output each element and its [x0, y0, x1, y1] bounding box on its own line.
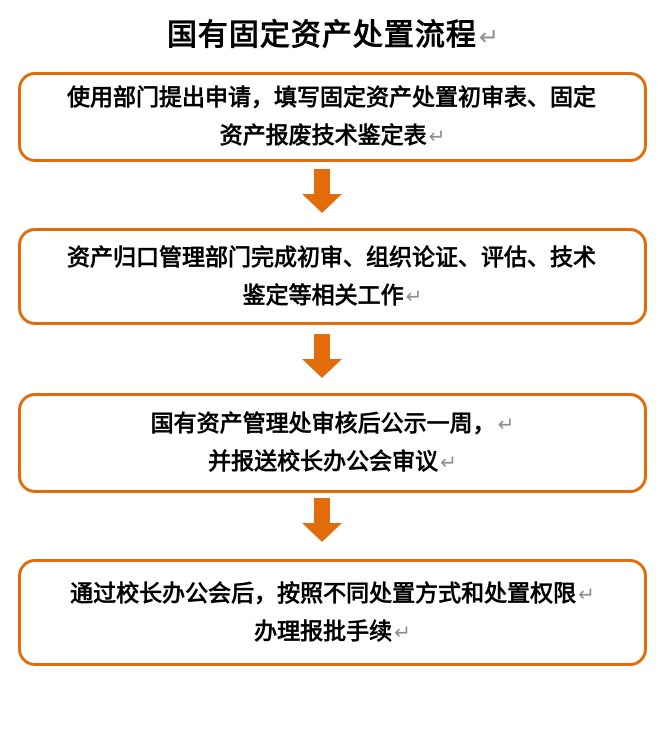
paragraph-return-icon: ↵	[428, 124, 446, 148]
flow-step-3-box: 国有资产管理处审核后公示一周，↵ 并报送校长办公会审议↵	[18, 393, 647, 493]
flow-step-2-line-1-text: 资产归口管理部门完成初审、组织论证、评估、技术	[67, 243, 596, 271]
down-arrow-icon	[302, 498, 342, 542]
paragraph-return-icon: ↵	[394, 619, 411, 644]
page-title-text: 国有固定资产处置流程	[166, 18, 477, 53]
down-arrow-icon	[302, 169, 342, 213]
line-break-return-icon: ↵	[578, 581, 595, 606]
flow-step-2-line-2-text: 鉴定等相关工作	[242, 281, 404, 309]
flow-step-3-line-1-text: 国有资产管理处审核后公示一周，	[150, 410, 496, 437]
paragraph-return-icon: ↵	[405, 283, 423, 308]
flow-step-2-line-2: 鉴定等相关工作↵	[243, 277, 423, 315]
flow-step-1-line-1: 使用部门提出申请，填写固定资产处置初审表、固定	[67, 79, 598, 117]
flow-step-1-line-2: 资产报废技术鉴定表↵	[220, 117, 446, 155]
flow-step-2-box: 资产归口管理部门完成初审、组织论证、评估、技术 鉴定等相关工作↵	[18, 228, 647, 325]
flow-step-2-line-1: 资产归口管理部门完成初审、组织论证、评估、技术	[67, 239, 598, 277]
line-break-return-icon: ↵	[497, 412, 515, 436]
paragraph-return-icon	[596, 246, 598, 270]
flow-step-4-line-2: 办理报批手续↵	[254, 613, 411, 651]
paragraph-return-icon	[596, 86, 598, 110]
down-arrow-icon	[302, 334, 342, 378]
flow-step-3-line-2: 并报送校长办公会审议↵	[208, 443, 457, 481]
flow-step-3-line-1: 国有资产管理处审核后公示一周，↵	[151, 405, 515, 443]
flow-step-4-box: 通过校长办公会后，按照不同处置方式和处置权限↵ 办理报批手续↵	[18, 559, 647, 666]
flow-step-3-line-2-text: 并报送校长办公会审议	[208, 448, 439, 475]
flow-step-1-line-2-text: 资产报废技术鉴定表	[219, 122, 427, 149]
flow-step-4-line-1-text: 通过校长办公会后，按照不同处置方式和处置权限	[70, 579, 577, 607]
flow-step-1-line-1-text: 使用部门提出申请，填写固定资产处置初审表、固定	[67, 84, 596, 111]
paragraph-return-icon: ↵	[478, 23, 501, 51]
flow-step-1-box: 使用部门提出申请，填写固定资产处置初审表、固定 资产报废技术鉴定表↵	[18, 72, 647, 162]
page-title: 国有固定资产处置流程↵	[0, 10, 667, 54]
flow-step-4-line-1: 通过校长办公会后，按照不同处置方式和处置权限↵	[70, 575, 595, 613]
flow-step-4-line-2-text: 办理报批手续	[254, 617, 393, 645]
paragraph-return-icon: ↵	[440, 450, 457, 474]
